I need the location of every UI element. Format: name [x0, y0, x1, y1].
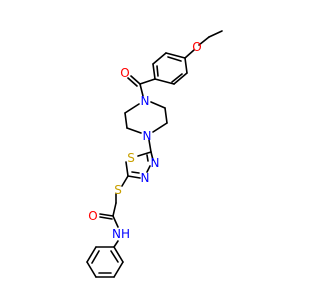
atom-thiadiazole-n3: N [141, 171, 150, 185]
bond-aryl-6 [165, 52, 186, 59]
atom-piperazine-n4: N [143, 129, 152, 143]
bond-carbonyl-n [139, 83, 144, 97]
bond-ph-6 [113, 246, 124, 263]
bond-n-phenyl [113, 240, 119, 248]
bond-ch2-amide-c [112, 202, 117, 217]
bond-td-c5-s [137, 151, 152, 157]
bond-pip-6 [150, 101, 166, 109]
bond-amide-co-b [99, 216, 113, 220]
bonds [86, 30, 223, 278]
bond-amide-co-a [99, 213, 114, 217]
atom-ketone-oxygen: O [120, 66, 129, 80]
bond-td-n4-c5-inner [146, 154, 149, 162]
atom-piperazine-n1: N [141, 94, 150, 108]
bond-pip-1 [124, 103, 140, 114]
bond-amide-c-n [112, 215, 119, 228]
bond-pip-3 [126, 127, 142, 134]
atom-labels: O O N N S N N S O NH [88, 40, 201, 241]
chemical-structure-diagram: O O N N S N N S O NH [86, 30, 223, 278]
bond-ph-2 [86, 246, 97, 263]
bond-td-c2-n3-inner [131, 171, 140, 174]
bond-ph-2-inner [91, 250, 100, 264]
bond-ph-6-inner [110, 250, 119, 263]
atom-amide-nitrogen: NH [112, 227, 130, 241]
atom-amide-oxygen: O [88, 209, 97, 223]
bond-c2-thioether-s [121, 175, 129, 187]
bond-ethyl-ch2-o [198, 36, 210, 46]
atom-ether-oxygen: O [192, 40, 201, 54]
atom-thiadiazole-sulfur: S [127, 151, 135, 165]
bond-co-double-b [127, 77, 138, 87]
bond-aryl-4-inner [156, 65, 159, 77]
bond-pip-2 [124, 112, 128, 129]
bond-ph-5 [113, 261, 124, 278]
bond-o-aryl [184, 49, 195, 59]
bond-pip-4 [152, 122, 168, 133]
bond-aryl-2-inner [171, 73, 183, 83]
bond-aryl-3 [154, 78, 175, 85]
bond-td-c2-n3 [127, 175, 141, 179]
bond-aryl-5 [152, 52, 167, 65]
bond-ethyl-ch3-ch2 [208, 30, 223, 38]
bond-aryl-carbonyl [139, 78, 156, 85]
bond-co-double-a [130, 75, 141, 85]
bond-ph-3 [86, 261, 97, 278]
bond-pipn-thiadiazole [148, 139, 152, 153]
bond-aryl-1 [184, 57, 188, 74]
bond-td-n4-c5 [150, 151, 154, 161]
bond-aryl-6-inner [167, 56, 182, 62]
bond-pip-5 [164, 107, 168, 124]
bond-td-n3-n4 [146, 165, 151, 173]
bond-td-s-c2 [125, 161, 129, 177]
bond-aryl-4 [152, 63, 156, 80]
atom-thiadiazole-n4: N [151, 156, 160, 170]
bond-aryl-2 [173, 72, 188, 85]
atom-thioether-sulfur: S [114, 183, 122, 197]
